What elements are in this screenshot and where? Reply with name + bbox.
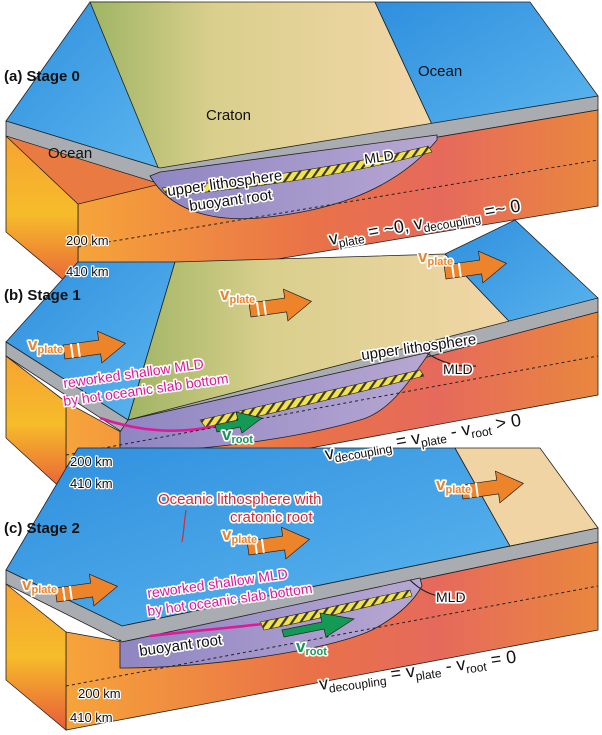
stage-a-mantle-top xyxy=(5,135,162,205)
stage-c-title: (c) Stage 2 xyxy=(4,520,80,537)
stage-b-vplate-1: vplate xyxy=(28,335,63,356)
stage-b-mld-right xyxy=(424,351,477,367)
stage-b-rework-line xyxy=(99,416,216,432)
plate-arrow-c2 xyxy=(246,526,311,560)
stage-c-mld-band xyxy=(259,589,413,631)
stage-a-ocean-right-label: Ocean xyxy=(418,63,462,80)
stage-c-mld-right xyxy=(409,579,443,597)
stage-a-200km-label: 200 km xyxy=(66,233,109,248)
stage-b-mld-label: MLD xyxy=(443,361,473,377)
stage-a-title: (a) Stage 0 xyxy=(4,68,80,85)
stage-a-mld-label: MLD xyxy=(363,147,395,167)
stage-c xyxy=(5,447,599,731)
stage-a-410km-label: 410 km xyxy=(66,264,109,279)
stage-a-mld-band xyxy=(161,145,433,197)
plate-arrows xyxy=(54,250,525,607)
root-arrows xyxy=(214,411,355,638)
stage-b-title: (b) Stage 1 xyxy=(4,287,81,304)
stage-c-mld-label: MLD xyxy=(436,589,466,605)
stage-a-craton-label: Craton xyxy=(206,107,251,124)
plate-arrow-c3 xyxy=(460,470,525,504)
stage-b-mld-band xyxy=(199,369,425,429)
plate-arrow-b2 xyxy=(248,288,313,322)
stage-b-410km-label: 410 km xyxy=(70,476,113,491)
stage-c-vplate-2: vplate xyxy=(222,525,257,546)
stage-c-vplate-3: vplate xyxy=(436,475,471,496)
plate-arrow-c1 xyxy=(54,573,119,607)
plate-arrow-b3 xyxy=(443,250,508,284)
stage-b-200km-line xyxy=(65,355,599,456)
stage-a-ocean-left-label: Ocean xyxy=(48,145,92,162)
stage-b-vplate-3: vplate xyxy=(418,247,453,268)
stage-c-200km-line xyxy=(65,585,599,687)
root-arrow-b xyxy=(214,411,263,434)
stage-b-vroot: vroot xyxy=(222,425,253,446)
root-arrow-c xyxy=(281,612,355,638)
stage-c-vplate-1: vplate xyxy=(22,575,57,596)
stage-c-200km-label: 200 km xyxy=(78,686,121,701)
stage-c-note-line1: Oceanic lithosphere with xyxy=(158,491,321,508)
stage-a xyxy=(5,1,599,293)
stage-c-vroot: vroot xyxy=(296,637,327,658)
stage-c-note-line2: cratonic root xyxy=(230,509,313,526)
stage-b-200km-label: 200 km xyxy=(70,454,113,469)
stage-b-vplate-2: vplate xyxy=(220,285,255,306)
stage-a-200km-line xyxy=(77,159,599,248)
stage-c-410km-label: 410 km xyxy=(70,710,113,725)
stage-c-note-pointer xyxy=(181,509,187,543)
stage-c-side-face xyxy=(5,583,67,731)
plate-arrow-b1 xyxy=(62,330,127,364)
stage-c-rework-line xyxy=(149,622,263,638)
stage-c-equation: vdecoupling = vplate - vroot = 0 xyxy=(318,646,518,696)
